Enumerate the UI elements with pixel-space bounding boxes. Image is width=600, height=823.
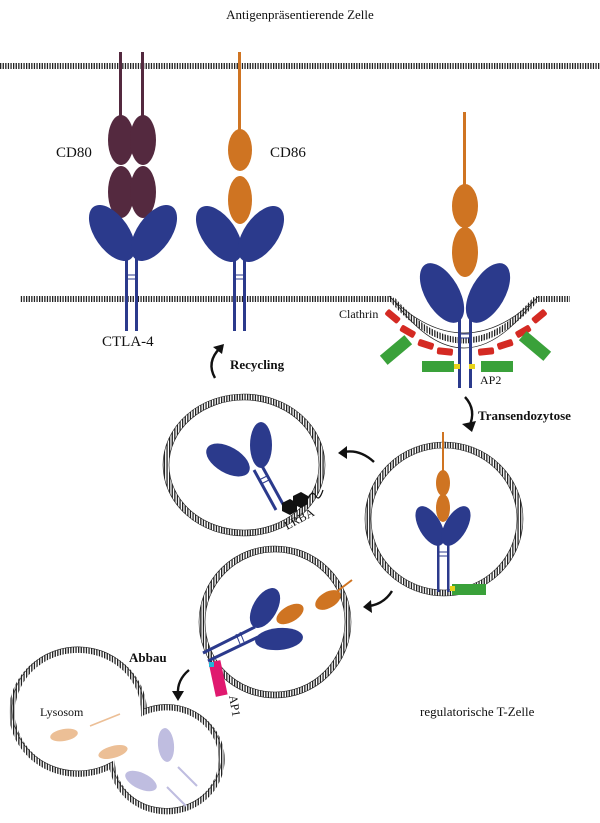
tcell-label: regulatorische T-Zelle [420,704,535,719]
cd86-ctla4-complex [195,52,285,331]
cd86-label: CD86 [270,145,306,161]
recycling-vesicle [162,393,326,537]
to-degradation-arrow [363,590,394,613]
arrows [172,344,476,701]
ctla4-label: CTLA-4 [102,334,154,350]
abbau-label: Abbau [129,650,167,665]
apc-membrane [0,63,600,69]
transendocytosis-label: Transendozytose [478,408,571,423]
lysosome-label: Lysosom [40,705,84,719]
abbau-arrow [172,669,190,701]
recycling-arrow [210,344,224,379]
cd80-ctla4-complex [88,52,178,331]
clathrin-label: Clathrin [339,307,378,321]
pit-complex [419,112,511,388]
lysosome [9,646,225,815]
ap2-adaptors [379,331,552,372]
degradation-vesicle [198,545,353,699]
clathrin-coat [385,309,547,356]
ap1-label: AP1 [226,694,243,717]
return-arrow [338,446,375,463]
recycling-label: Recycling [230,357,285,372]
cd80-label: CD80 [56,145,92,161]
tcell-membrane [20,295,570,349]
ap2-label: AP2 [480,373,501,387]
apc-label: Antigenpräsentierende Zelle [226,7,374,22]
transendocytosis-arrow [462,396,476,432]
transendocytosis-vesicle [364,432,524,597]
